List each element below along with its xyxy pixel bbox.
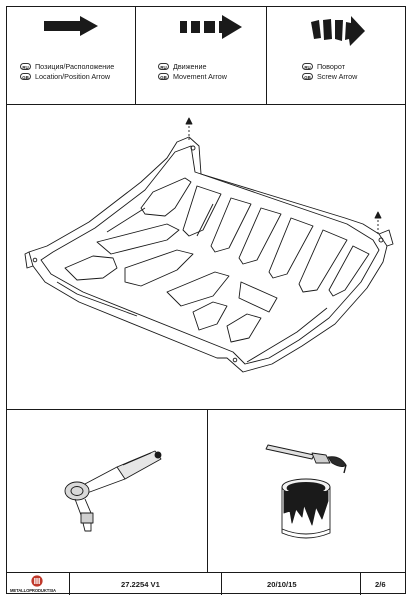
stamping xyxy=(298,229,348,293)
legend-label-ru: Поворот xyxy=(317,62,346,71)
divider xyxy=(69,572,70,595)
stamping xyxy=(166,271,230,307)
paint-can-illustration xyxy=(265,444,347,539)
legend-movement: RU Движение GB Movement Arrow xyxy=(136,7,266,104)
divider xyxy=(135,7,136,104)
stamping xyxy=(64,255,118,281)
part-number: 27.2254 V1 xyxy=(121,580,160,589)
brand-logo-icon xyxy=(31,575,43,587)
mount-arrow-right xyxy=(374,211,382,234)
divider xyxy=(360,572,361,595)
divider xyxy=(7,104,405,105)
lang-badge-ru: RU xyxy=(20,63,31,71)
legend-label-ru: Позиция/Расположение xyxy=(35,62,115,71)
document-date: 20/10/15 xyxy=(267,580,297,589)
stamping xyxy=(210,197,252,253)
lang-badge-gb: GB xyxy=(158,73,169,81)
divider xyxy=(207,409,208,572)
stamping xyxy=(226,313,262,343)
dashed-arrow-icon xyxy=(180,15,242,39)
solid-arrow-icon xyxy=(44,16,98,36)
stamping xyxy=(182,185,222,237)
brand-name: METALLOPRODUKTSIA xyxy=(10,588,56,593)
ratchet-wrench-illustration xyxy=(64,450,162,532)
lang-badge-ru: RU xyxy=(302,63,313,71)
legend-location: RU Позиция/Расположение GB Location/Posi… xyxy=(7,7,135,104)
plate-rim xyxy=(40,145,380,365)
page-number: 2/6 xyxy=(375,580,386,589)
legend-screw: RU Поворот GB Screw Arrow xyxy=(267,7,407,104)
stamping xyxy=(124,249,194,287)
footer-logo: METALLOPRODUKTSIA xyxy=(7,573,69,595)
legend-label-en: Location/Position Arrow xyxy=(35,72,111,81)
divider xyxy=(221,572,222,595)
stamping xyxy=(268,217,314,279)
lang-badge-gb: GB xyxy=(302,73,313,81)
stamping xyxy=(192,301,228,331)
screw-arrow-icon xyxy=(311,16,365,46)
mount-arrow-top xyxy=(185,117,193,140)
lang-badge-gb: GB xyxy=(20,73,31,81)
stamping xyxy=(238,207,282,265)
skid-plate-drawing xyxy=(24,117,394,373)
stamping xyxy=(96,223,180,255)
stamping xyxy=(140,177,192,217)
legend-label-ru: Движение xyxy=(173,62,207,71)
stamping xyxy=(238,281,278,313)
legend-label-en: Screw Arrow xyxy=(317,72,358,81)
divider xyxy=(266,7,267,104)
stamping xyxy=(328,245,370,297)
divider xyxy=(7,409,405,410)
lang-badge-ru: RU xyxy=(158,63,169,71)
divider xyxy=(7,572,405,573)
plate-outline xyxy=(28,136,388,373)
legend-label-en: Movement Arrow xyxy=(173,72,227,81)
instruction-sheet: RU Позиция/Расположение GB Location/Posi… xyxy=(6,6,407,595)
